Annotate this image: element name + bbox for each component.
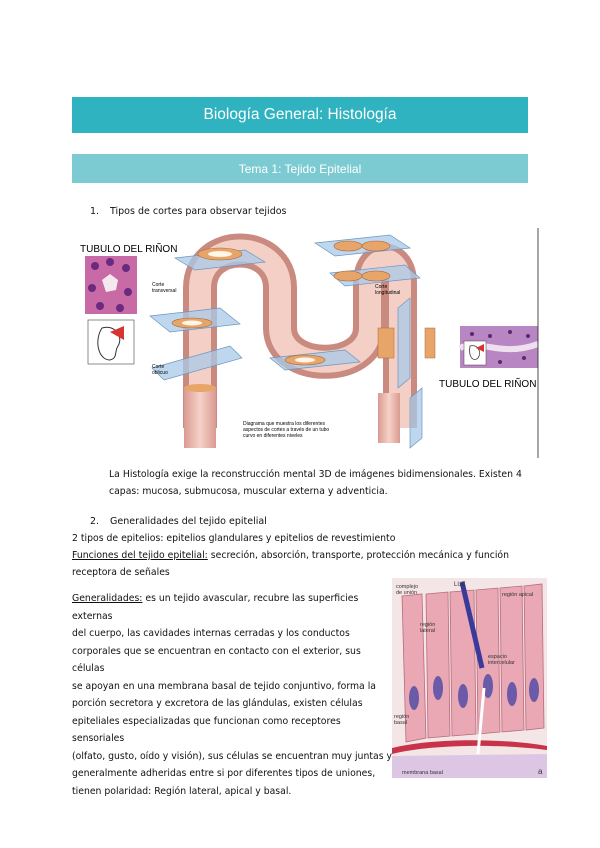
basal-membrane-vessel [392,740,547,754]
generalidades-line-7: (olfato, gusto, oído y visión), sus célu… [72,750,392,762]
generalidades-line-4: se apoyan en una membrana basal de tejid… [72,680,376,692]
paragraph-histology-line-1: La Histología exige la reconstrucción me… [109,469,522,480]
label-corte-oblicuo-1: Corte [152,364,164,370]
document-title: Biología General: Histología [72,97,528,133]
label-complejo-2: de unión [396,590,417,596]
functions-line: Funciones del tejido epitelial: secreció… [72,547,532,564]
paragraph-histology-line-2: capas: mucosa, submucosa, muscular exter… [109,486,388,497]
generalidades-label: Generalidades: [72,593,143,604]
label-corte-longitudinal-1: Corte [375,284,387,290]
caption-line-2: aspectos de cortes a través de un tubo [243,427,329,433]
caption-line-1: Diagrama que muestra los diferentes [243,421,325,427]
generalidades-line-8: generalmente adheridas entre si por dife… [72,768,376,779]
label-espacio-2: intercelular [488,660,515,666]
cross-section-rings [171,240,391,366]
label-region-apical: región apical [502,592,533,598]
generalidades-line-9: tienen polaridad: Región lateral, apical… [72,785,292,797]
document-title-text: Biología General: Histología [203,106,397,123]
label-espacio-1: espacio [488,654,507,660]
section-2-heading: 2. Generalidades del tejido epitelial [90,516,267,527]
kidney-icon-right [463,340,487,366]
types-and-functions: 2 tipos de epitelios: epitelios glandula… [72,530,532,581]
label-region-lateral-2: lateral [420,628,435,634]
generalidades-line-5: porción secretora y excretora de las glá… [72,698,363,709]
tubule-label-bottom: TUBULO DEL RIÑON [439,377,536,390]
connective-tissue [392,754,547,778]
generalidades-line-3: corporales que se encuentran en contacto… [72,645,361,675]
section-2-number: 2. [90,516,100,527]
functions-line-2: receptora de señales [72,567,170,578]
kidney-icon [87,319,135,365]
micrograph-cross-section [85,256,137,314]
caption-line-3: curvo en diferentes niveles [243,433,303,439]
label-membrana-basal: membrana basal [402,770,443,776]
tubule-cut-diagram: TUBULO DEL RIÑON [80,228,540,458]
label-corte-longitudinal-2: longitudinal [375,290,400,296]
section-1-number: 1. [90,206,100,217]
columnar-cells [401,583,545,743]
cell-nuclei [409,674,539,710]
section-1-heading: 1. Tipos de cortes para observar tejidos [90,206,287,217]
arrow-luz [459,581,485,669]
tube-segment-left [184,388,216,448]
topic-banner: Tema 1: Tejido Epitelial [72,154,528,183]
section-2-title: Generalidades del tejido epitelial [110,516,267,527]
topic-banner-text: Tema 1: Tejido Epitelial [238,161,362,176]
generalidades-line-6: epiteliales especializadas que funcionan… [72,715,341,745]
label-region-basal-2: basal [394,720,407,726]
functions-text: secreción, absorción, transporte, protec… [207,550,510,561]
label-region-lateral-1: región [420,622,435,628]
label-corte-transversal-1: Corte [152,282,164,288]
label-region-basal-1: región [394,714,409,720]
generalidades-text-1: es un tejido avascular, recubre las supe… [72,593,359,622]
functions-label: Funciones del tejido epitelial: [72,550,208,561]
label-complejo-1: complejo [396,584,418,590]
section-1-title: Tipos de cortes para observar tejidos [110,206,287,217]
arrow-basal [476,687,486,755]
epithelium-types-line: 2 tipos de epitelios: epitelios glandula… [72,533,396,544]
generalidades-line-2: del cuerpo, las cavidades internas cerra… [72,628,350,639]
tubule-label-top: TUBULO DEL RIÑON [80,242,177,255]
generalidades-line-1: Generalidades: es un tejido avascular, r… [72,590,392,625]
paragraph-histology: La Histología exige la reconstrucción me… [109,466,529,500]
tube-segment-right [378,393,400,443]
label-corte-oblicuo-2: oblicuo [152,370,168,376]
label-luz: LUZ [454,582,466,588]
label-corte-transversal-2: transversal [152,288,176,294]
epithelial-cells-diagram: complejo de unión LUZ región apical regi… [392,578,547,778]
generalidades-paragraph: Generalidades: es un tejido avascular, r… [72,590,392,800]
panel-letter: a [538,767,543,776]
